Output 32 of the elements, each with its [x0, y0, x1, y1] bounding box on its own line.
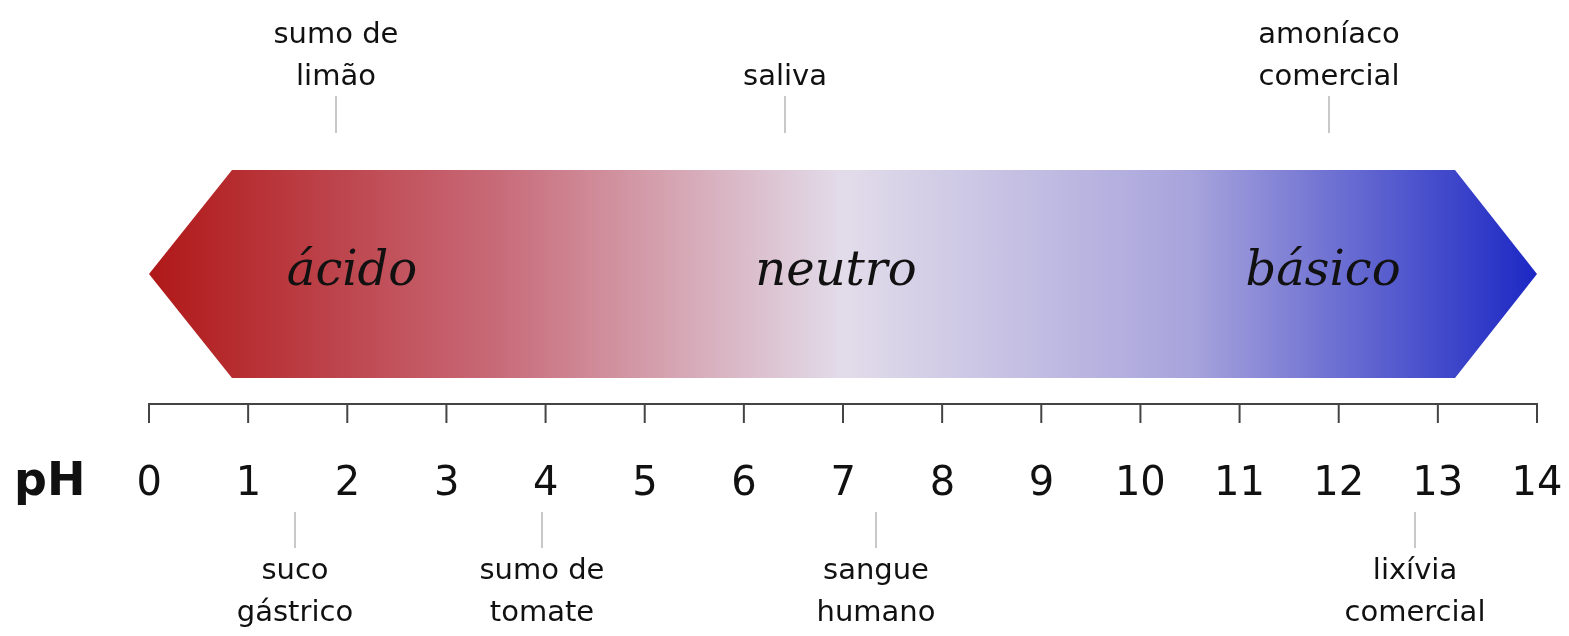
substance-label: lixívia comercial	[1320, 548, 1510, 632]
leader-line	[784, 95, 786, 134]
tick-label: 11	[1214, 458, 1265, 504]
tick-label: 10	[1114, 458, 1166, 504]
acid-label: ácido	[286, 240, 418, 296]
substance-label: amoníaco comercial	[1209, 12, 1449, 96]
tick-label: 7	[830, 458, 856, 504]
base-label: básico	[1245, 240, 1401, 296]
tick-label: 1	[235, 458, 262, 504]
tick-label: 14	[1511, 458, 1563, 504]
tick-label: 4	[533, 458, 559, 504]
tick-label: 9	[1028, 458, 1055, 504]
substance-label: sangue humano	[766, 548, 986, 632]
leader-line	[294, 511, 296, 549]
tick-label: 5	[632, 458, 658, 504]
tick-label: 8	[929, 458, 956, 504]
leader-line	[1328, 95, 1330, 134]
leader-line	[1414, 511, 1416, 549]
substance-label: sumo de tomate	[432, 548, 652, 632]
neutral-label: neutro	[755, 240, 917, 296]
substance-label: saliva	[675, 54, 895, 96]
substance-label: sumo de limão	[251, 12, 421, 96]
leader-line	[875, 511, 877, 549]
substance-label: suco gástrico	[215, 548, 375, 632]
leader-line	[335, 95, 337, 134]
tick-label: 13	[1412, 458, 1464, 504]
tick-label: 12	[1313, 458, 1365, 504]
tick-label: 2	[334, 458, 361, 504]
tick-label: 0	[136, 458, 162, 504]
tick-label: 6	[731, 458, 757, 504]
leader-line	[541, 511, 543, 549]
tick-label: 3	[433, 458, 460, 504]
